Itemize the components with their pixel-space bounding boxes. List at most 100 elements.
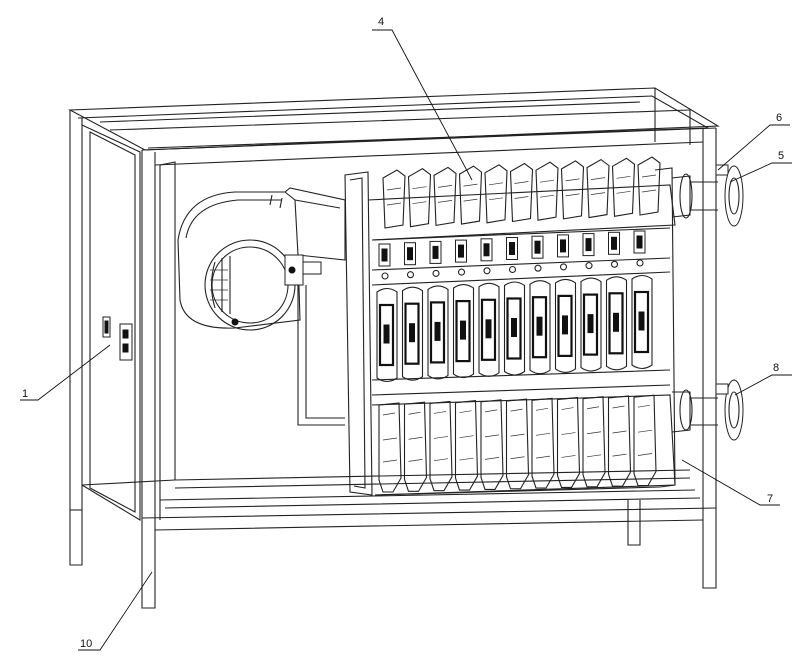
section-top (458, 165, 483, 225)
section-bolt (406, 271, 415, 279)
callout-label-10: 10 (80, 638, 92, 650)
section-window-dark (611, 236, 617, 250)
section-bottom (403, 401, 428, 492)
callout-6: 6 (717, 112, 790, 171)
section-tube-frame (378, 303, 395, 367)
section-tube (376, 287, 398, 383)
section-top-rib (437, 185, 453, 203)
section-bolt (534, 264, 542, 272)
section-top-rib (488, 182, 504, 201)
section-tube-core (562, 315, 568, 335)
callout-1: 1 (20, 344, 111, 401)
section-bottom (607, 395, 632, 487)
callout-label-5: 5 (778, 150, 784, 162)
callout-label-1: 1 (22, 388, 28, 400)
section-window-dark (636, 235, 643, 249)
section-top (407, 168, 432, 228)
section-bottom-rib (408, 411, 423, 462)
section-bottom-rib (612, 405, 627, 457)
section-bolt (585, 262, 593, 270)
section-tube (452, 284, 475, 379)
section-bolt (457, 268, 466, 276)
section-top (637, 156, 661, 216)
section-window-dark (534, 240, 541, 254)
section-tube-core (460, 320, 466, 340)
section-top (611, 157, 636, 217)
section-tube-frame (404, 302, 420, 365)
section-tube (605, 276, 628, 371)
section-top (586, 158, 610, 219)
section-bolt (559, 263, 568, 271)
section-tube-frame (506, 297, 522, 360)
section-tube-core (485, 319, 492, 339)
section-tube-core (383, 324, 390, 344)
section-top (535, 161, 559, 221)
section-tube-frame (429, 301, 446, 364)
section-window-dark (560, 239, 566, 253)
section-top (560, 160, 585, 220)
section-bolt (432, 269, 440, 277)
section-tube (427, 285, 449, 380)
section-tube-core (638, 311, 645, 331)
section-bolt (610, 260, 619, 268)
section-bottom-rib (637, 404, 653, 456)
section-window-dark (407, 247, 413, 261)
section-tube-core (613, 312, 619, 332)
section-tube (503, 281, 526, 376)
section-bottom (505, 398, 530, 490)
callout-label-6: 6 (776, 112, 782, 124)
section-bolt (508, 265, 517, 274)
section-tube-frame (633, 290, 650, 354)
section-tube-frame (531, 296, 548, 359)
section-top-rib (590, 177, 606, 195)
callout-5: 5 (729, 150, 792, 183)
section-top-rib (463, 183, 478, 202)
callout-7: 7 (681, 459, 780, 506)
section-tube-frame (480, 298, 497, 361)
section-bottom-rib (586, 406, 602, 458)
section-tube-core (409, 323, 415, 343)
section-bottom (378, 402, 402, 493)
door-latch (102, 316, 133, 361)
section-bottom (531, 397, 555, 489)
outlet-pipe-lower (671, 379, 744, 441)
section-tube-frame (582, 293, 599, 356)
section-bolt (483, 267, 491, 275)
section-bottom-rib (484, 409, 500, 460)
section-tube-core (434, 321, 441, 341)
section-top-rib (412, 186, 427, 205)
section-window-dark (509, 242, 515, 255)
section-bottom (582, 396, 606, 488)
section-tube (580, 277, 602, 372)
callout-8: 8 (734, 362, 792, 396)
section-bolt (381, 272, 389, 280)
section-top (484, 164, 508, 224)
section-tube-core (587, 314, 594, 334)
section-tube-core (511, 318, 517, 337)
section-top (382, 169, 406, 229)
section-window-dark (381, 248, 388, 262)
section-window-dark (458, 244, 464, 258)
section-window-dark (483, 243, 490, 257)
section-tube-frame (557, 294, 573, 357)
section-bottom-rib (535, 407, 551, 459)
burner-fan (177, 187, 346, 426)
frame (67, 87, 720, 609)
section-bottom-rib (459, 410, 474, 461)
section-bottom-rib (433, 411, 449, 462)
callout-4: 4 (372, 16, 473, 181)
section-top-rib (514, 181, 529, 199)
callout-label-7: 7 (767, 493, 773, 505)
callout-label-8: 8 (773, 362, 779, 374)
section-tube-frame (608, 292, 624, 355)
section-tube (631, 274, 653, 370)
section-top-rib (565, 178, 580, 197)
section-tube-core (536, 316, 543, 336)
section-tube (529, 280, 551, 375)
section-tube-frame (455, 300, 471, 363)
section-bottom (429, 400, 453, 492)
section-bottom (480, 399, 504, 490)
callout-10: 10 (78, 571, 153, 651)
section-window-dark (585, 238, 592, 252)
